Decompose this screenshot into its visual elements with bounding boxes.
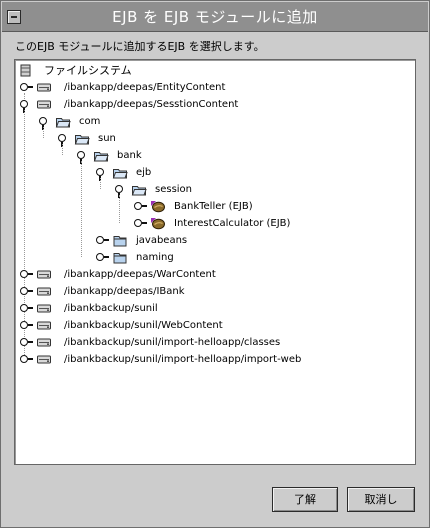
tree-connector-line <box>43 127 44 138</box>
tree-connector-line <box>100 178 101 189</box>
tree-connector-line <box>24 110 25 121</box>
drive-icon <box>36 81 52 94</box>
tree-node-label: javabeans <box>136 235 188 246</box>
instruction-text: このEJB モジュールに追加するEJB を選択します。 <box>15 40 265 53</box>
tree-node[interactable]: /ibankapp/deepas/EntityContent <box>15 79 415 96</box>
folder-open-icon <box>131 183 147 196</box>
window-menu-icon[interactable] <box>7 10 21 24</box>
tree-root-connector-line <box>24 93 25 359</box>
tree-node-label: /ibankbackup/sunil/import-helloapp/impor… <box>64 354 302 365</box>
tree-node-label: ファイルシステム <box>44 64 132 77</box>
tree-node-label: naming <box>136 252 174 263</box>
tree-node-label: BankTeller (EJB) <box>174 201 253 212</box>
tree-node-label: /ibankapp/deepas/IBank <box>64 286 185 297</box>
collapsed-toggle-icon[interactable] <box>20 338 33 347</box>
tree-node-label: /ibankapp/deepas/WarContent <box>64 269 216 280</box>
folder-open-icon <box>112 166 128 179</box>
collapsed-toggle-icon[interactable] <box>20 83 33 92</box>
expanded-toggle-icon[interactable] <box>58 134 70 147</box>
tree-node[interactable]: sun <box>15 130 415 147</box>
drive-icon <box>36 336 52 349</box>
tree-node-label: session <box>155 184 193 195</box>
filesystem-icon <box>18 64 34 77</box>
tree-node[interactable]: /ibankbackup/sunil <box>15 300 415 317</box>
tree-node[interactable]: /ibankbackup/sunil/import-helloapp/class… <box>15 334 415 351</box>
cancel-button[interactable]: 取消し <box>347 487 415 512</box>
tree-node-label: /ibankbackup/sunil/import-helloapp/class… <box>64 337 281 348</box>
tree-node-label: InterestCalculator (EJB) <box>174 218 291 229</box>
expanded-toggle-icon[interactable] <box>115 185 127 198</box>
collapsed-toggle-icon[interactable] <box>134 219 147 228</box>
drive-icon <box>36 319 52 332</box>
ejb-bean-icon <box>150 217 166 230</box>
expanded-toggle-icon[interactable] <box>77 151 89 164</box>
folder-open-icon <box>55 115 71 128</box>
title-bar[interactable]: EJB を EJB モジュールに追加 <box>2 2 428 32</box>
collapsed-toggle-icon[interactable] <box>20 270 33 279</box>
tree-node[interactable]: BankTeller (EJB) <box>15 198 415 215</box>
expanded-toggle-icon[interactable] <box>39 117 51 130</box>
collapsed-toggle-icon[interactable] <box>20 355 33 364</box>
tree-node-label: bank <box>117 150 142 161</box>
tree-node-label: ejb <box>136 167 152 178</box>
expanded-toggle-icon[interactable] <box>96 168 108 181</box>
folder-open-icon <box>74 132 90 145</box>
tree-node[interactable]: naming <box>15 249 415 266</box>
tree-node[interactable]: /ibankapp/deepas/WarContent <box>15 266 415 283</box>
ejb-bean-icon <box>150 200 166 213</box>
ok-button[interactable]: 了解 <box>272 487 338 512</box>
drive-icon <box>36 98 52 111</box>
tree-node-label: /ibankapp/deepas/EntityContent <box>64 82 226 93</box>
tree-node[interactable]: /ibankbackup/sunil/WebContent <box>15 317 415 334</box>
tree-node-label: /ibankapp/deepas/SesstionContent <box>64 99 239 110</box>
filesystem-tree[interactable]: ファイルシステム/ibankapp/deepas/EntityContent/i… <box>14 59 416 465</box>
tree-node-label: com <box>79 116 101 127</box>
expanded-toggle-icon[interactable] <box>20 100 32 113</box>
drive-icon <box>36 302 52 315</box>
tree-node[interactable]: /ibankapp/deepas/SesstionContent <box>15 96 415 113</box>
window-title: EJB を EJB モジュールに追加 <box>112 8 318 26</box>
tree-node[interactable]: ejb <box>15 164 415 181</box>
tree-node-label: /ibankbackup/sunil/WebContent <box>64 320 223 331</box>
folder-icon <box>112 234 128 247</box>
drive-icon <box>36 268 52 281</box>
folder-open-icon <box>93 149 109 162</box>
tree-connector-line <box>62 144 63 155</box>
tree-node-label: /ibankbackup/sunil <box>64 303 158 314</box>
tree-node[interactable]: /ibankapp/deepas/IBank <box>15 283 415 300</box>
drive-icon <box>36 285 52 298</box>
drive-icon <box>36 353 52 366</box>
tree-node[interactable]: session <box>15 181 415 198</box>
collapsed-toggle-icon[interactable] <box>134 202 147 211</box>
tree-node[interactable]: javabeans <box>15 232 415 249</box>
collapsed-toggle-icon[interactable] <box>20 321 33 330</box>
tree-connector-line <box>119 195 120 223</box>
folder-icon <box>112 251 128 264</box>
collapsed-toggle-icon[interactable] <box>96 236 109 245</box>
collapsed-toggle-icon[interactable] <box>96 253 109 262</box>
tree-node[interactable]: bank <box>15 147 415 164</box>
tree-node[interactable]: /ibankbackup/sunil/import-helloapp/impor… <box>15 351 415 368</box>
tree-node-label: sun <box>98 133 116 144</box>
tree-node[interactable]: ファイルシステム <box>15 62 415 79</box>
collapsed-toggle-icon[interactable] <box>20 287 33 296</box>
tree-node[interactable]: InterestCalculator (EJB) <box>15 215 415 232</box>
tree-node[interactable]: com <box>15 113 415 130</box>
collapsed-toggle-icon[interactable] <box>20 304 33 313</box>
tree-connector-line <box>81 161 82 257</box>
